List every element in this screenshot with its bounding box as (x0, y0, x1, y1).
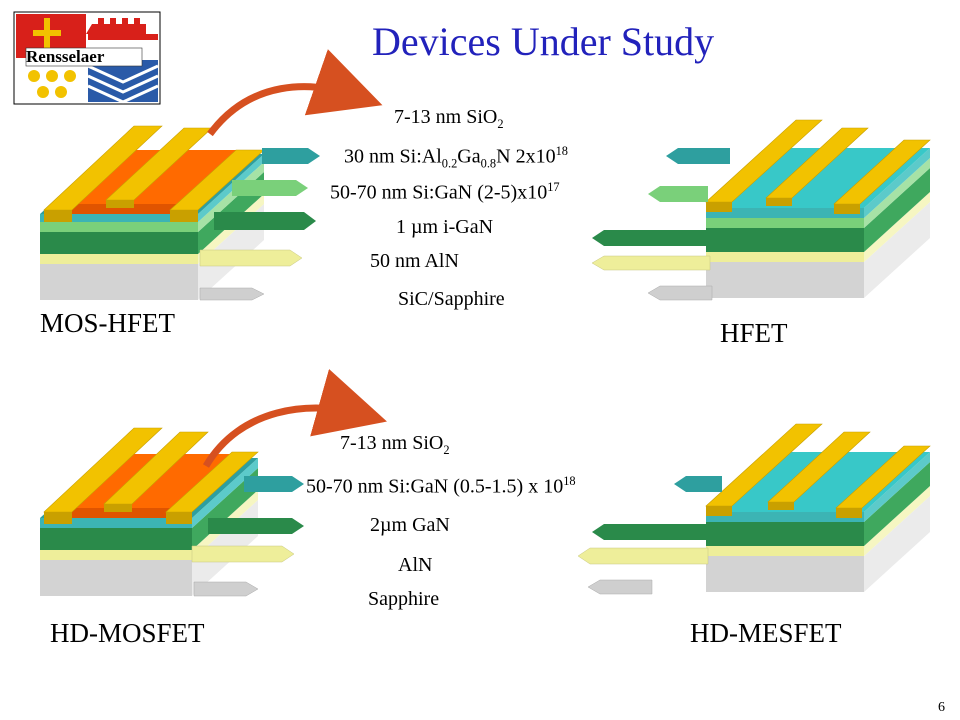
curved-arrow-bottom (202, 368, 387, 468)
hd-mosfet-layer-arrows (191, 476, 304, 597)
device-label-hd-mesfet: HD-MESFET (690, 618, 842, 648)
bottom-layer-doped-gan: 50-70 nm Si:GaN (0.5-1.5) x 1018 (306, 474, 576, 498)
page-number: 6 (938, 700, 945, 715)
bottom-layer-sio2: 7-13 nm SiO2 (340, 432, 450, 457)
device-label-mos-hfet: MOS-HFET (40, 308, 176, 338)
mos-hfet-diagram (40, 125, 265, 300)
hd-mesfet-layer-arrows (577, 476, 722, 595)
hfet-layer-arrows (591, 148, 730, 301)
university-logo (13, 11, 161, 105)
bottom-layer-aln: AlN (398, 554, 433, 576)
curved-arrow-top (207, 49, 383, 137)
top-layer-sio2: 7-13 nm SiO2 (394, 106, 504, 131)
bottom-layer-gan: 2µm GaN (370, 514, 450, 536)
device-label-hd-mosfet: HD-MOSFET (50, 618, 205, 648)
bottom-layer-substrate: Sapphire (368, 588, 440, 610)
slide-title: Devices Under Study (372, 19, 715, 64)
top-layer-igan: 1 µm i-GaN (396, 216, 494, 238)
top-layer-algan: 30 nm Si:Al0.2Ga0.8N 2x1018 (344, 144, 568, 171)
top-layer-substrate: SiC/Sapphire (398, 288, 505, 310)
hd-mesfet-diagram (705, 423, 931, 592)
top-layer-doped-gan: 50-70 nm Si:GaN (2-5)x1017 (330, 180, 560, 204)
logo-text: Rensselaer (26, 47, 105, 66)
mos-hfet-layer-arrows (199, 148, 320, 301)
hfet-diagram (705, 119, 931, 298)
top-layer-aln: 50 nm AlN (370, 250, 459, 272)
hd-mosfet-diagram (40, 427, 259, 596)
device-label-hfet: HFET (720, 318, 788, 348)
